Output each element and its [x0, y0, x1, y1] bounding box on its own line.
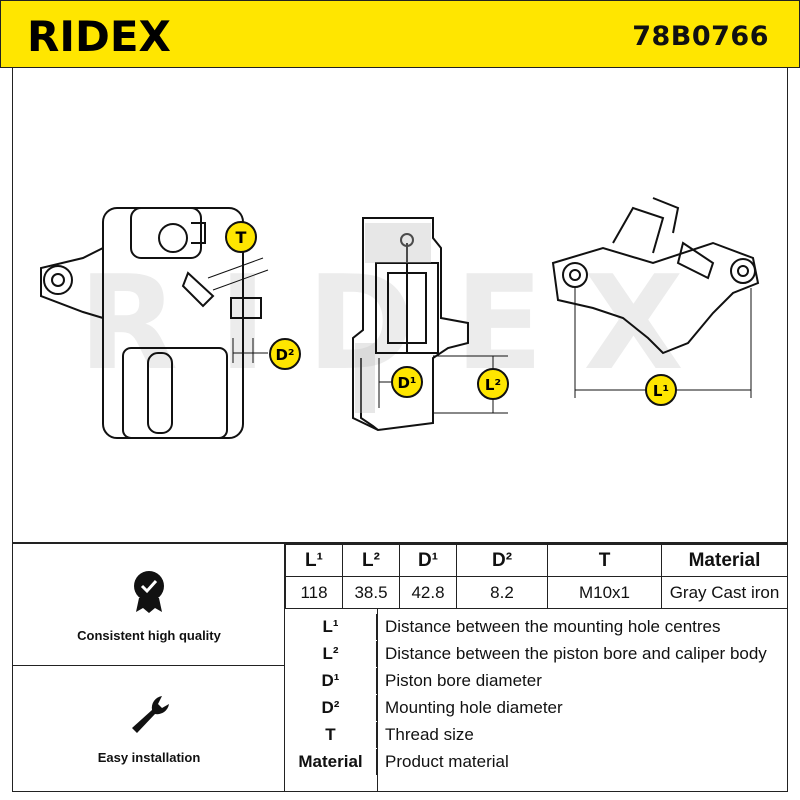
quality-badge-icon — [134, 571, 164, 613]
spec-panel: Consistent high quality Easy installatio… — [12, 542, 788, 792]
spec-header: T — [547, 544, 662, 577]
part-number: 78B0766 — [632, 21, 769, 52]
ridex-logo: RIDEX — [27, 15, 171, 57]
legend-row: D² Mounting hole diameter — [285, 695, 787, 721]
wrench-icon — [132, 696, 169, 733]
callout-l2: L² — [433, 355, 509, 414]
dimension-legend: L¹ Distance between the mounting hole ce… — [285, 608, 787, 792]
spec-header-row: L¹ L² D¹ D² T Material — [285, 544, 788, 577]
legend-row: L¹ Distance between the mounting hole ce… — [285, 614, 787, 640]
legend-symbol: L² — [285, 641, 377, 667]
legend-row: D¹ Piston bore diameter — [285, 668, 787, 694]
label-d2: D² — [275, 346, 294, 364]
spec-value: 42.8 — [399, 576, 457, 609]
callout-l1: L¹ — [574, 288, 752, 406]
feature-quality: Consistent high quality — [13, 544, 285, 666]
spec-value: 38.5 — [342, 576, 400, 609]
label-l2: L² — [485, 376, 501, 394]
legend-description: Distance between the mounting hole centr… — [385, 617, 721, 636]
label-l1: L¹ — [653, 382, 669, 400]
callout-d2: D² — [232, 338, 301, 370]
spec-value: Gray Cast iron — [661, 576, 788, 609]
caliper-side-view — [551, 197, 760, 355]
legend-description: Piston bore diameter — [385, 671, 542, 690]
label-d1: D¹ — [397, 374, 416, 392]
legend-description: Distance between the piston bore and cal… — [385, 644, 767, 663]
legend-description: Thread size — [385, 725, 474, 744]
feature-label: Consistent high quality — [77, 628, 221, 643]
feature-label: Easy installation — [97, 750, 201, 765]
spec-header: L² — [342, 544, 400, 577]
feature-list: Consistent high quality Easy installatio… — [13, 544, 285, 792]
callout-t: T — [207, 221, 269, 291]
legend-description: Mounting hole diameter — [385, 698, 563, 717]
spec-table: L¹ L² D¹ D² T Material 118 38.5 42.8 8.2… — [285, 544, 788, 609]
caliper-drawing: RIDEX T D² — [40, 197, 760, 439]
spec-value-row: 118 38.5 42.8 8.2 M10x1 Gray Cast iron — [285, 576, 788, 609]
feature-installation: Easy installation — [13, 666, 285, 792]
legend-symbol: T — [285, 722, 377, 748]
brand-name: RIDEX — [27, 15, 171, 57]
spec-header: D² — [456, 544, 548, 577]
spec-value: 8.2 — [456, 576, 548, 609]
legend-symbol: L¹ — [285, 614, 377, 640]
spec-header: L¹ — [285, 544, 343, 577]
legend-symbol: D¹ — [285, 668, 377, 694]
header-bar: RIDEX 78B0766 — [0, 0, 800, 68]
legend-divider — [377, 608, 378, 792]
legend-row: T Thread size — [285, 722, 787, 748]
spec-value: 118 — [285, 576, 343, 609]
watermark-text: RIDEX — [78, 247, 723, 399]
legend-symbol: Material — [285, 749, 377, 775]
legend-row: Material Product material — [285, 749, 787, 775]
technical-drawing: RIDEX T D² — [12, 68, 788, 542]
section-hatch — [355, 223, 431, 413]
spec-header: D¹ — [399, 544, 457, 577]
caliper-section-view — [352, 217, 469, 432]
spec-header: Material — [661, 544, 788, 577]
legend-row: L² Distance between the piston bore and … — [285, 641, 787, 667]
spec-value: M10x1 — [547, 576, 662, 609]
label-t: T — [236, 228, 247, 247]
legend-description: Product material — [385, 752, 509, 771]
callout-d1: D¹ — [378, 358, 423, 408]
legend-symbol: D² — [285, 695, 377, 721]
